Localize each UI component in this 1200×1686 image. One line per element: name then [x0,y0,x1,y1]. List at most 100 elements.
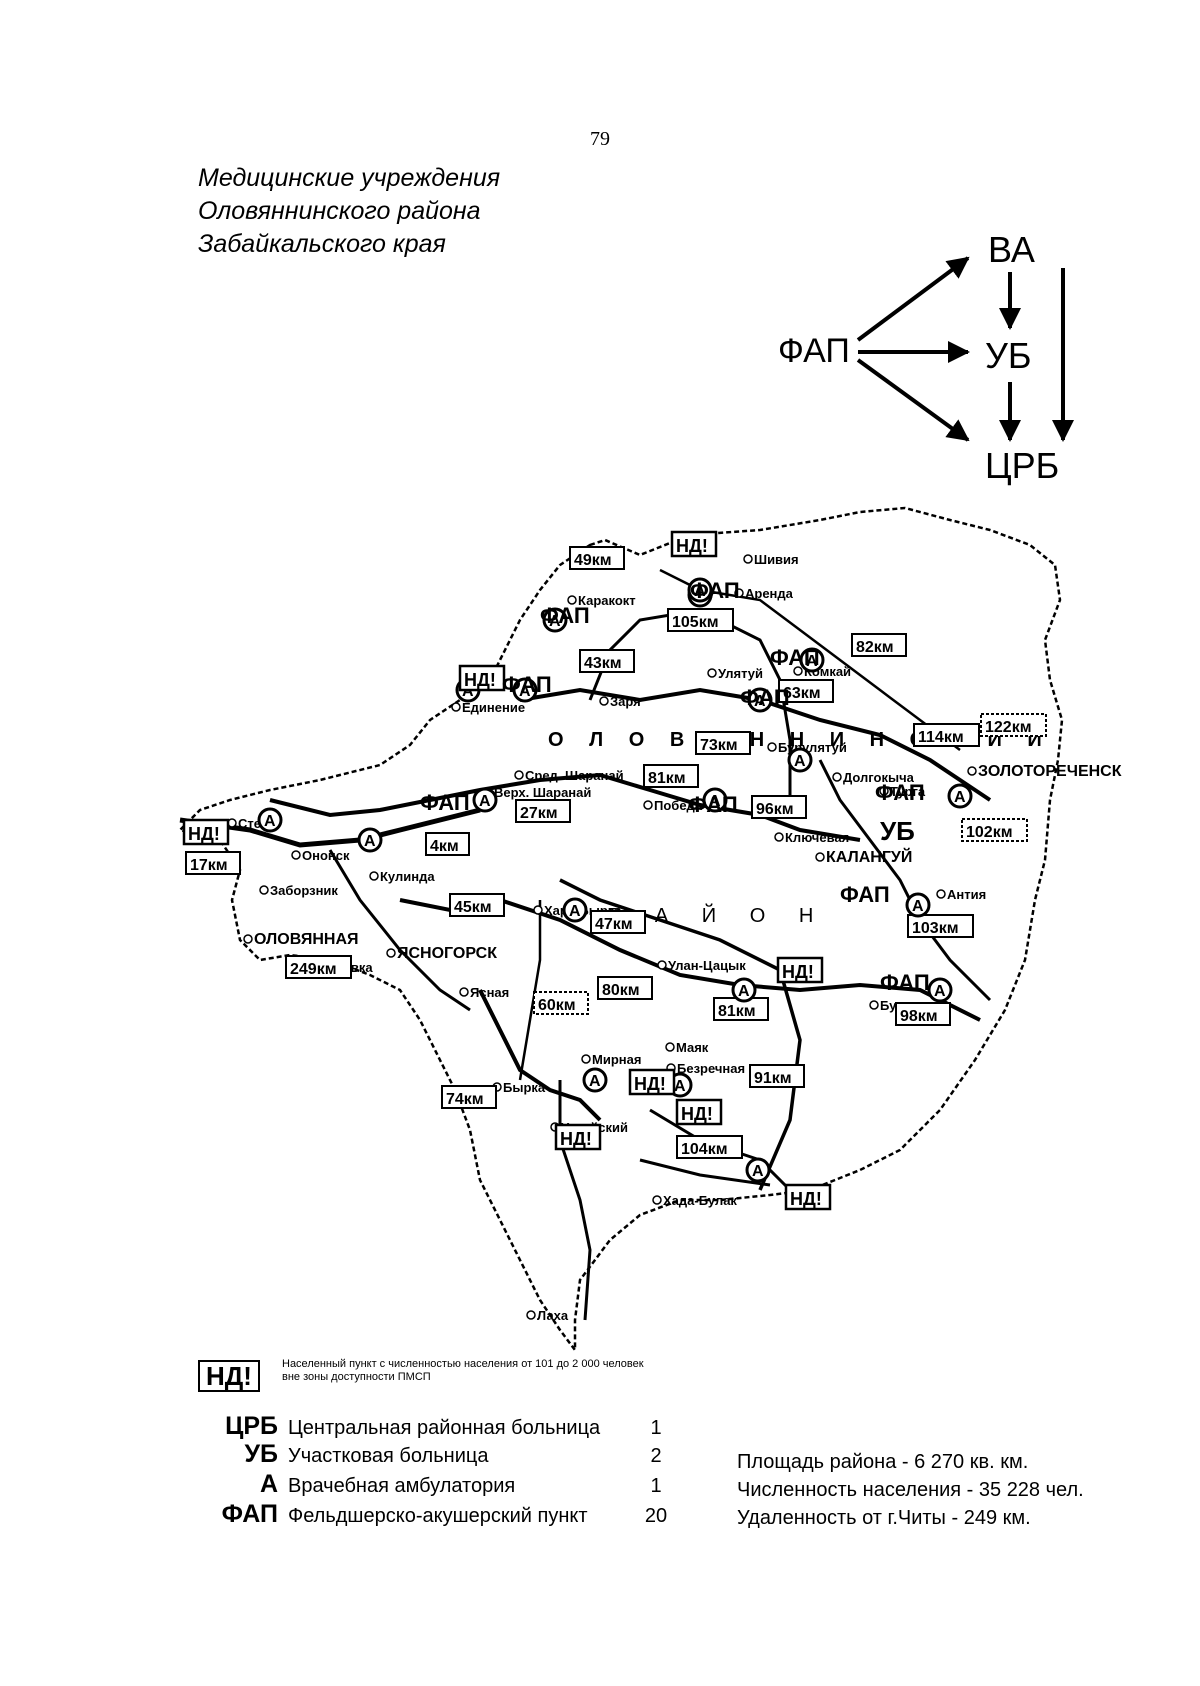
nd-marker-label: НД! [464,670,496,690]
district-boundary [177,506,1064,1354]
fap-marker [745,1157,771,1183]
settlement-dot [767,742,777,752]
title-line-1: Медицинские учреждения [198,164,501,192]
fap-marker [905,892,931,918]
settlement-dot [815,852,825,862]
road [639,1158,771,1187]
distance-box [579,649,635,673]
distance-label: 104км [681,1141,728,1158]
distance-label: 17км [190,857,228,874]
distance-label: 43км [584,655,622,672]
fap-marker [731,977,757,1003]
fap-marker-letter: А [912,898,924,915]
settlement-dot [243,934,253,944]
stat-population: Численность населения - 35 228 чел. [737,1479,1084,1501]
legend-count: 1 [650,1475,662,1497]
nd-marker-box [675,1098,723,1126]
fap-marker [357,827,383,853]
fap-marker [747,687,773,713]
fap-marker-letter: А [934,983,946,1000]
settlement-dot [936,889,946,899]
fap-label: ФАП [540,603,590,628]
legend-desc: Участковая больница [288,1445,489,1467]
fap-marker-letter: А [694,583,706,600]
legend-abbr: А [259,1470,278,1498]
distance-box [533,991,589,1015]
fap-marker-letter: А [752,1163,764,1180]
fap-marker-letter: А [264,813,276,830]
settlement-label: Сред. Шаранай [525,768,624,783]
settlement-label: Антия [947,887,986,902]
fap-marker-letter: А [519,683,531,700]
distance-box [913,723,980,747]
nd-marker-box [628,1068,676,1096]
nd-marker-label: НД! [782,962,814,982]
distance-label: 63км [783,685,821,702]
fap-label: ФАП [770,645,820,670]
distance-box [515,799,571,823]
fap-label: ФАП [740,685,790,710]
nd-marker-box [670,530,718,558]
fap-marker [472,787,498,813]
distance-box [285,955,352,979]
distance-box [676,1135,743,1159]
fap-marker-letter: А [674,1078,686,1095]
stat-distance: Удаленность от г.Читы - 249 км. [737,1507,1031,1529]
distance-box [597,976,653,1000]
legend-item-fap: ФАП Фельдшерско-акушерский пункт 20 [196,1500,676,1530]
fap-marker-letter: А [794,753,806,770]
settlement-label: ЯСНОГОРСК [397,945,497,962]
distance-box [590,910,646,934]
fap-marker [542,607,568,633]
settlement-dot [793,666,803,676]
distance-label: 74км [446,1091,484,1108]
settlement-dot [581,1054,591,1064]
distance-label: 96км [756,801,794,818]
fap-label: ФАП [875,780,925,805]
stat-area: Площадь района - 6 270 кв. км. [737,1451,1029,1473]
settlement-dot [707,668,717,678]
settlement-label: Бырка [503,1080,546,1095]
settlement-label: Верх. Шаранай [494,785,591,800]
settlement-dot [386,948,396,958]
settlement-dot [514,770,524,780]
fap-marker [582,1067,608,1093]
distance-box [980,713,1047,737]
fap-marker [257,807,283,833]
distance-box [907,914,974,938]
fap-marker [927,977,953,1003]
fap-marker [799,647,825,673]
nd-marker-box [458,664,506,692]
road [478,989,602,1122]
page-number: 79 [590,128,610,150]
legend-item-a: А Врачебная амбулатория 1 [196,1470,676,1500]
fap-label: ФАП [688,792,738,817]
fap-marker [787,747,813,773]
distance-label: 47км [595,916,633,933]
distance-box [778,679,834,703]
arrow-fap-crb [856,358,970,442]
nd-marker-label: НД! [634,1074,666,1094]
ub-marker: УБ [880,816,915,846]
settlement-dot [643,800,653,810]
settlement-dot [665,1042,675,1052]
nd-marker-box [784,1183,832,1211]
distance-box [441,1085,497,1109]
road [818,759,992,1002]
legend-desc: Центральная районная больница [288,1417,601,1439]
settlement-label: КАЛАНГУЙ [826,847,912,866]
distance-label: 80км [602,982,640,999]
distance-label: 82км [856,639,894,656]
settlement-dot [734,588,744,598]
fap-marker [562,897,588,923]
title-line-3: Забайкальского края [198,230,446,258]
legend-count: 20 [644,1505,668,1527]
legend-item-ub: УБ Участковая больница 2 [196,1440,676,1470]
settlement-label: Заря [610,694,641,709]
distance-label: 81км [718,1003,756,1020]
fap-marker-letter: А [709,793,721,810]
legend-desc: Фельдшерско-акушерский пункт [288,1505,588,1527]
settlement-label: Хада-Булак [663,1193,737,1208]
settlement-dot [774,832,784,842]
